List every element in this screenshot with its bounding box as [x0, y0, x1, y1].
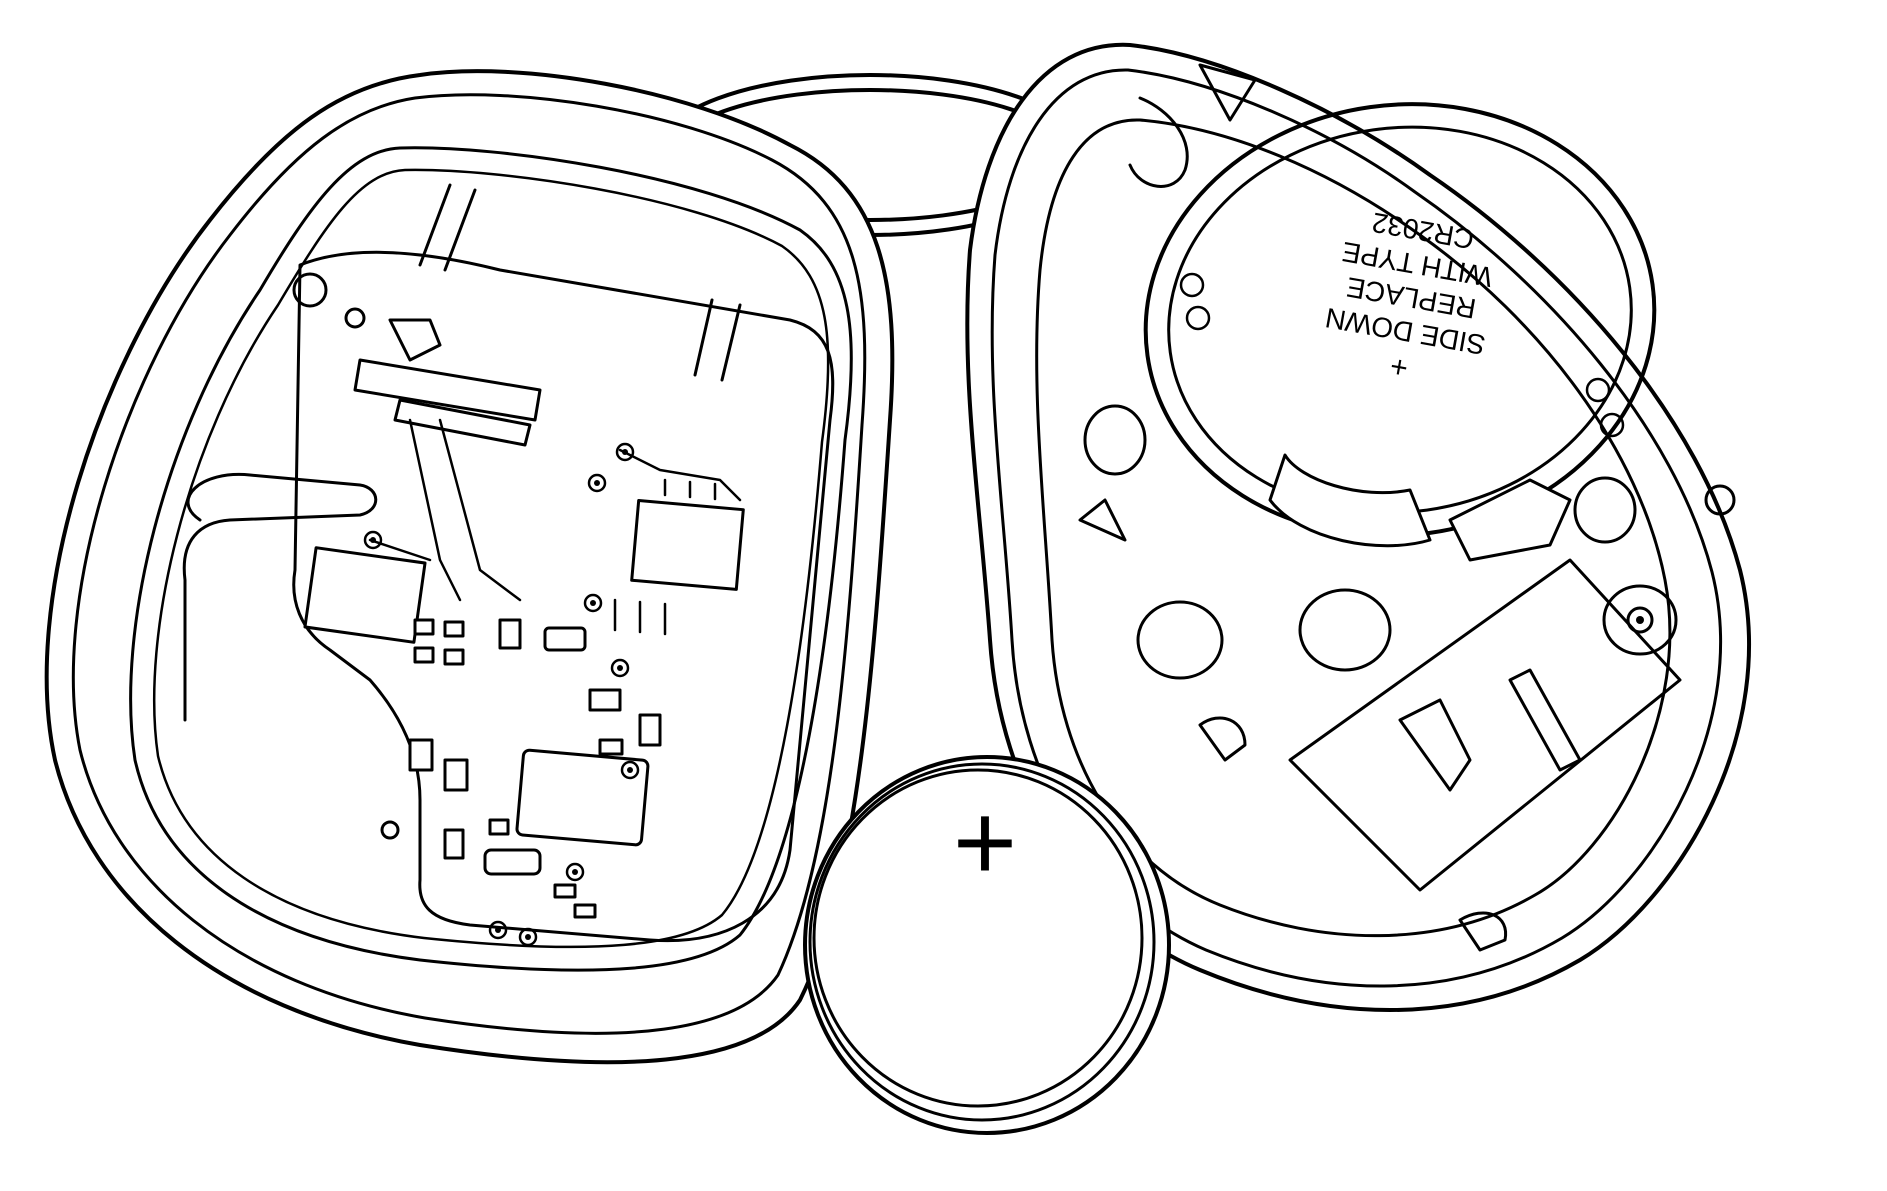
battery-label-plus: +: [1388, 349, 1411, 385]
fob-housing-battery-half: + SIDE DOWN REPLACE WITH TYPE CR2032: [965, 42, 1751, 1012]
circuit-board: [182, 183, 835, 947]
fob-housing-circuit-half: [44, 69, 895, 1065]
coin-cell-battery: +: [803, 755, 1171, 1135]
battery-holder: [1143, 102, 1657, 562]
coin-cell-polarity-mark: +: [953, 781, 1017, 904]
